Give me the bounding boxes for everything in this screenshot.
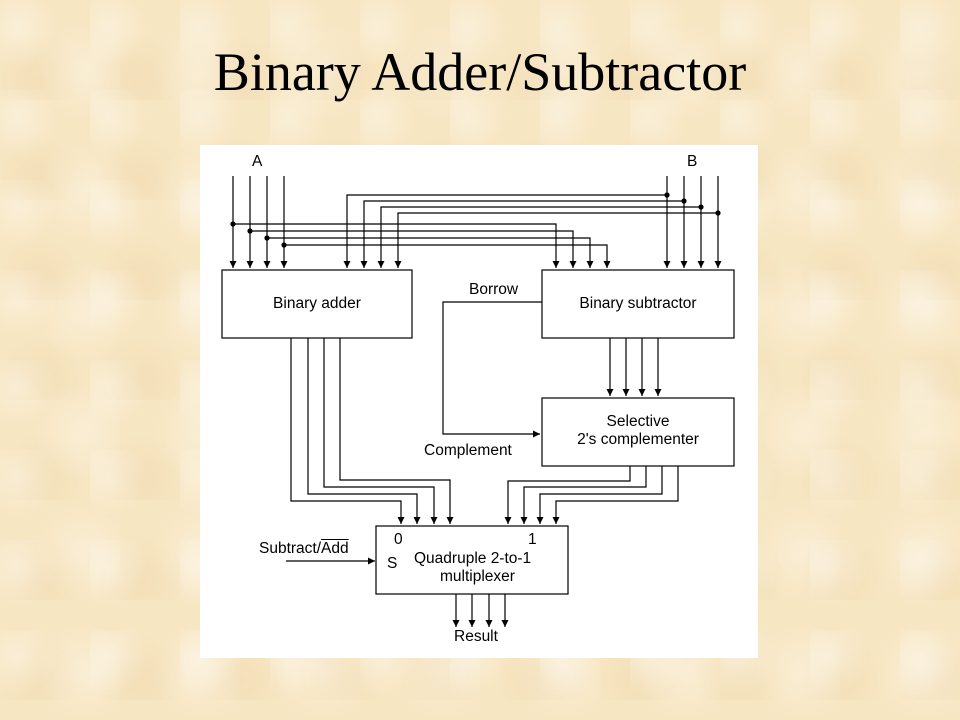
- borrow-wire: [442, 301, 542, 438]
- mux-label-line1: Quadruple 2-to-1: [414, 550, 532, 567]
- binary-subtractor-label: Binary subtractor: [579, 295, 697, 312]
- mux-select-label: S: [387, 555, 398, 572]
- mux-label-line2: multiplexer: [440, 568, 515, 585]
- result-bus: [452, 594, 509, 627]
- complementer-to-mux-wires: [504, 466, 679, 524]
- slide-title: Binary Adder/Subtractor: [213, 42, 747, 102]
- subtractor-to-complementer-wires: [606, 338, 662, 396]
- a-to-subtractor-wires: [233, 223, 611, 268]
- binary-adder-label: Binary adder: [273, 295, 361, 312]
- binary-adder-block: [221, 269, 413, 339]
- binary-subtractor-block: [541, 269, 735, 339]
- complementer-block: [541, 397, 735, 467]
- diagram-panel: A B Binary adder Binary subtractor Borro…: [200, 145, 758, 658]
- input-a-label: A: [252, 153, 263, 170]
- adder-to-mux-wires: [290, 338, 454, 524]
- input-a-bus: [229, 176, 288, 268]
- mux-input0-label: 0: [394, 531, 403, 548]
- input-b-bus: [663, 176, 722, 268]
- result-label: Result: [454, 628, 498, 645]
- complementer-label-line2: 2's complementer: [577, 431, 699, 448]
- circuit-diagram: [221, 176, 735, 627]
- complement-label: Complement: [424, 442, 512, 459]
- b-to-adder-wires: [343, 194, 718, 268]
- mux-input1-label: 1: [528, 531, 537, 548]
- complementer-label-line1: Selective: [606, 413, 670, 430]
- subtract-add-label: Subtract/Add: [259, 540, 349, 557]
- junction-dots: [230, 192, 721, 248]
- borrow-label: Borrow: [469, 281, 519, 298]
- input-b-label: B: [687, 153, 698, 170]
